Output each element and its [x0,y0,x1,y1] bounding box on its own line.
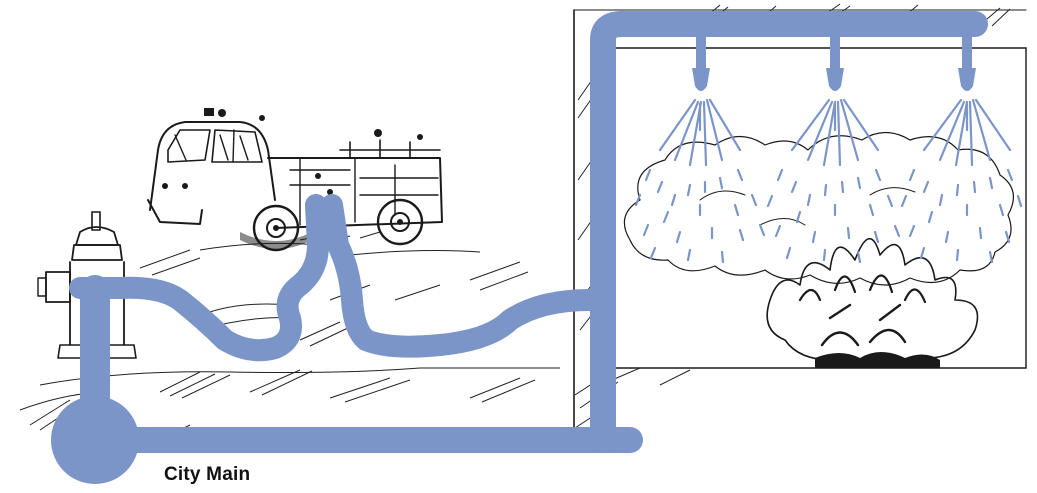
sprinkler-head-icon [958,68,976,91]
city-main-label: City Main [164,464,251,485]
spray-1 [634,98,766,264]
building-wall [573,3,1027,431]
sprinkler-head-icon [826,68,844,91]
fire-truck [147,108,443,252]
water-spray [634,98,1023,264]
spray-3 [900,98,1023,264]
sprinkler-heads [692,68,976,91]
spray-2 [766,98,901,264]
fire-flames [766,237,979,368]
smoke-clouds [623,131,1015,286]
sprinkler-head-icon [692,68,710,91]
pipe-network [51,11,988,484]
